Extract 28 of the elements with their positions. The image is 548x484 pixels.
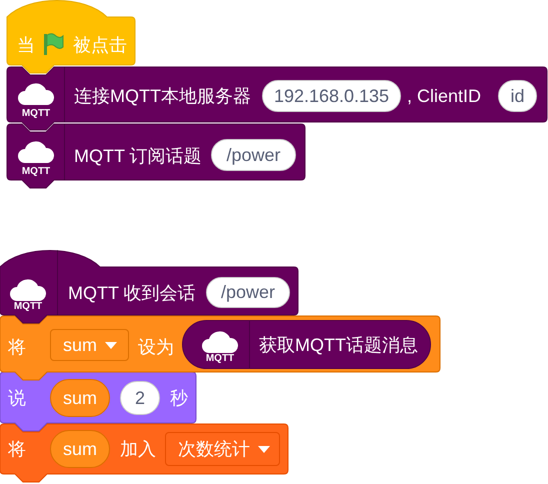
icon-label: MQTT bbox=[22, 166, 50, 178]
block-label: 加入 bbox=[120, 438, 156, 460]
block-label: 将 bbox=[8, 336, 26, 358]
dropdown-menu: 次数统计 bbox=[165, 432, 280, 466]
block-label: 获取MQTT话题消息 bbox=[259, 334, 418, 356]
icon-label: MQTT bbox=[22, 108, 50, 120]
command-block bbox=[7, 124, 305, 188]
block-label: 说 bbox=[8, 387, 26, 409]
block-label: 将 bbox=[8, 438, 26, 460]
block-label: MQTT 订阅话题 bbox=[74, 145, 202, 167]
command-block bbox=[0, 424, 288, 482]
input-field: /power bbox=[211, 139, 296, 171]
icon-label: MQTT bbox=[206, 353, 234, 365]
command-block bbox=[0, 316, 440, 380]
block-label: 当 bbox=[17, 34, 35, 56]
input-field: /power bbox=[206, 277, 290, 308]
icon-label: MQTT bbox=[14, 301, 42, 313]
command-block bbox=[7, 67, 547, 130]
reporter-block bbox=[182, 320, 431, 369]
block-label: 设为 bbox=[138, 336, 174, 358]
dropdown-menu: sum bbox=[50, 329, 129, 361]
block-label: 连接MQTT本地服务器 bbox=[74, 85, 251, 107]
block-label: 秒 bbox=[170, 387, 188, 409]
block-label: 被点击 bbox=[73, 34, 127, 56]
block-label: MQTT 收到会话 bbox=[68, 282, 196, 304]
block-label: , ClientID bbox=[407, 85, 482, 107]
event-block bbox=[7, 0, 135, 73]
input-field: 192.168.0.135 bbox=[262, 80, 401, 112]
